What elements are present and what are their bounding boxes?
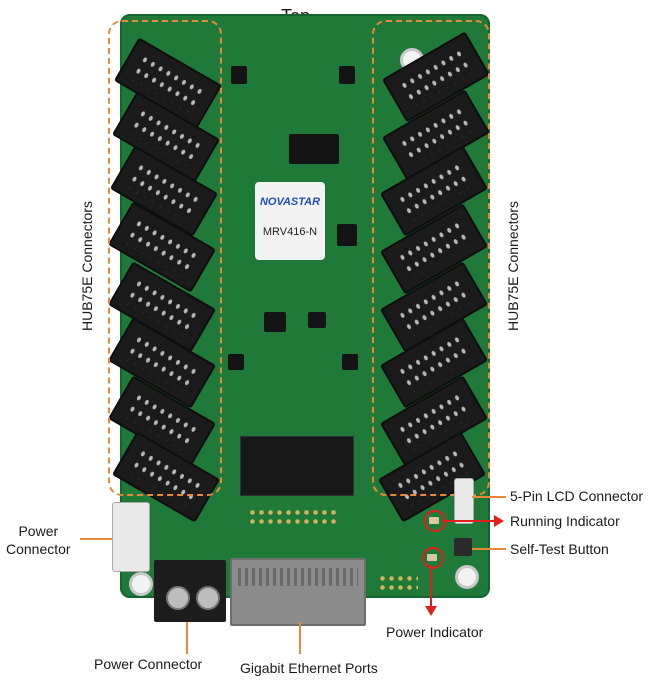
power-indicator-label: Power Indicator: [386, 624, 484, 640]
self-test-button: [454, 538, 472, 556]
main-processor-chip: [240, 436, 354, 496]
chip: [337, 224, 357, 246]
brand-logo: NOVASTAR: [259, 196, 321, 208]
chip: [231, 66, 247, 84]
board-model: MRV416-N: [262, 226, 318, 238]
mounting-hole: [455, 565, 479, 589]
gigabit-ethernet-label: Gigabit Ethernet Ports: [240, 660, 378, 676]
selftest-leader: [472, 548, 506, 550]
lcd-leader: [472, 496, 506, 498]
running-indicator-arrow: [494, 515, 504, 527]
chip: [264, 312, 286, 332]
chip: [339, 66, 355, 84]
hub75e-left-label: HUB75E Connectors: [79, 201, 95, 331]
hub-right-highlight: [372, 20, 490, 496]
ethernet-leader: [299, 622, 301, 654]
running-indicator-line: [442, 520, 494, 522]
brand-label: NOVASTAR MRV416-N: [255, 182, 325, 260]
chip: [228, 354, 244, 370]
chip: [289, 134, 339, 164]
terminal-screw: [166, 586, 190, 610]
terminal-screw: [196, 586, 220, 610]
running-indicator-label: Running Indicator: [510, 513, 620, 529]
mounting-hole: [129, 572, 153, 596]
hub-left-highlight: [108, 20, 222, 496]
power-indicator-line: [430, 565, 432, 607]
power-connector-side-label: Power Connector: [6, 523, 71, 557]
lcd-connector-label: 5-Pin LCD Connector: [510, 488, 644, 504]
chip: [308, 312, 326, 328]
chip: [342, 354, 358, 370]
power-side-leader: [80, 538, 112, 540]
power-indicator-marker: [422, 547, 444, 569]
power-connector-bottom-label: Power Connector: [94, 656, 203, 672]
gigabit-ethernet-ports: [230, 558, 366, 626]
power-indicator-arrow: [425, 606, 437, 616]
hub75e-right-label: HUB75E Connectors: [505, 201, 521, 331]
pin-header: [378, 574, 418, 594]
power-bottom-leader: [186, 622, 188, 654]
power-connector-side: [112, 502, 150, 572]
pin-header: [248, 508, 340, 528]
self-test-button-label: Self-Test Button: [510, 541, 609, 557]
lcd-connector: [454, 478, 474, 524]
